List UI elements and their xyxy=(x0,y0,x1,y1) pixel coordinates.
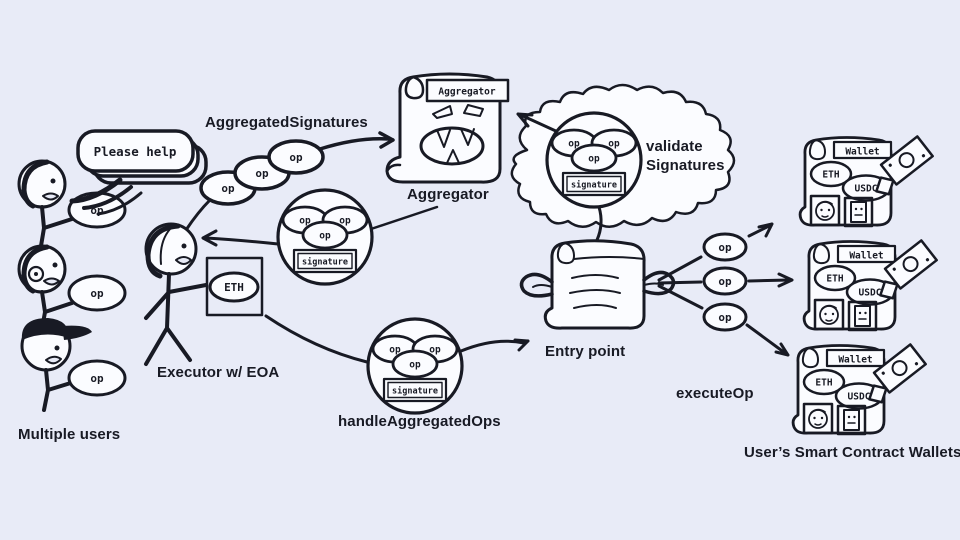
arrow-to-aggregator-from-cloud xyxy=(516,112,560,134)
hair xyxy=(145,223,181,279)
bundle-op-label: op xyxy=(608,139,620,150)
fan-op-label: op xyxy=(718,241,732,254)
wallet-banner-text: Wallet xyxy=(838,355,872,366)
wallet-usdc-label: USDC xyxy=(855,184,878,195)
bundle-op-label: op xyxy=(389,345,401,356)
bundle-op-label: op xyxy=(409,360,421,371)
aggregator-contract: Aggregator xyxy=(369,72,510,231)
user-3-op-bubble xyxy=(67,359,127,397)
aggregator-label: Aggregator xyxy=(407,186,489,203)
wallet-usdc-label: USDC xyxy=(859,288,882,299)
cap-brim xyxy=(62,325,92,340)
bubble-tail xyxy=(82,185,133,210)
user-2 xyxy=(17,244,127,337)
chain-op-label: op xyxy=(289,151,303,164)
hair xyxy=(21,159,50,209)
hair xyxy=(21,244,50,294)
arrow-to-aggregator xyxy=(318,131,395,151)
scroll-curl xyxy=(404,75,425,100)
executor-figure: ETH xyxy=(144,222,369,366)
bubble-tail xyxy=(96,191,143,216)
scroll-text-lines xyxy=(569,274,621,309)
arrow-to-executor xyxy=(201,229,280,247)
user-3-op-label: op xyxy=(90,372,104,385)
wallet-eth-label: ETH xyxy=(815,378,832,389)
bundle-signature-label: signature xyxy=(392,386,438,397)
fan-op-label: op xyxy=(718,311,732,324)
bundle-op-label: op xyxy=(588,154,600,165)
bundle-op-label: op xyxy=(299,216,311,227)
bundle-op-label: op xyxy=(339,216,351,227)
aggregated-signatures-label: AggregatedSignatures xyxy=(205,114,368,131)
eoa-eth-label: ETH xyxy=(224,281,244,294)
validate-signatures-label: validate Signatures xyxy=(646,138,725,174)
chain-op-label: op xyxy=(221,182,235,195)
entry-point-contract xyxy=(519,239,676,330)
user-2-op-bubble xyxy=(67,274,127,312)
please-help-text: Please help xyxy=(94,144,177,159)
wallet-eth-label: ETH xyxy=(822,170,839,181)
bubble-tail xyxy=(69,177,123,204)
handle-aggregated-ops-label: handleAggregatedOps xyxy=(338,413,501,430)
bundle-op-label: op xyxy=(429,345,441,356)
wallet-banner-text: Wallet xyxy=(845,147,879,158)
fan-op-label: op xyxy=(718,275,732,288)
executor-to-handleops-line xyxy=(264,314,369,364)
user-3 xyxy=(20,318,127,412)
bundle-signature-label: signature xyxy=(302,257,348,268)
cloud-to-entry-line xyxy=(595,205,603,242)
entry-point-label: Entry point xyxy=(545,343,626,360)
aggregator-banner xyxy=(425,78,510,103)
execute-op-arrows: op op op xyxy=(657,222,794,357)
please-help-bubbles: Please help xyxy=(69,129,208,216)
aggregated-signatures-chain: op op op xyxy=(184,131,395,232)
wallet-eth-label: ETH xyxy=(826,274,843,285)
chain-op-label: op xyxy=(255,167,269,180)
wallet-banner-text: Wallet xyxy=(849,251,883,262)
left-arm xyxy=(519,272,554,298)
execute-op-label: executeOp xyxy=(676,385,754,402)
arrow-to-entry-point xyxy=(459,338,530,353)
bundle-signature-label: signature xyxy=(571,180,617,191)
bundle-op-label: op xyxy=(319,231,331,242)
smart-contract-wallets-label: User’s Smart Contract Wallets xyxy=(744,444,960,461)
bundle-op-label: op xyxy=(568,139,580,150)
glasses-icon xyxy=(27,265,45,283)
wallet-usdc-label: USDC xyxy=(848,392,871,403)
cap-icon xyxy=(21,318,70,340)
multiple-users-label: Multiple users xyxy=(18,426,121,443)
user-2-op-label: op xyxy=(90,287,104,300)
monster-face-icon xyxy=(419,104,485,166)
eth-coin xyxy=(208,271,260,303)
aggregator-banner-text: Aggregator xyxy=(438,87,495,98)
aggregator-to-bundle-line xyxy=(369,205,439,231)
executor-eoa-label: Executor w/ EOA xyxy=(157,364,280,381)
scroll-curl xyxy=(556,242,575,265)
